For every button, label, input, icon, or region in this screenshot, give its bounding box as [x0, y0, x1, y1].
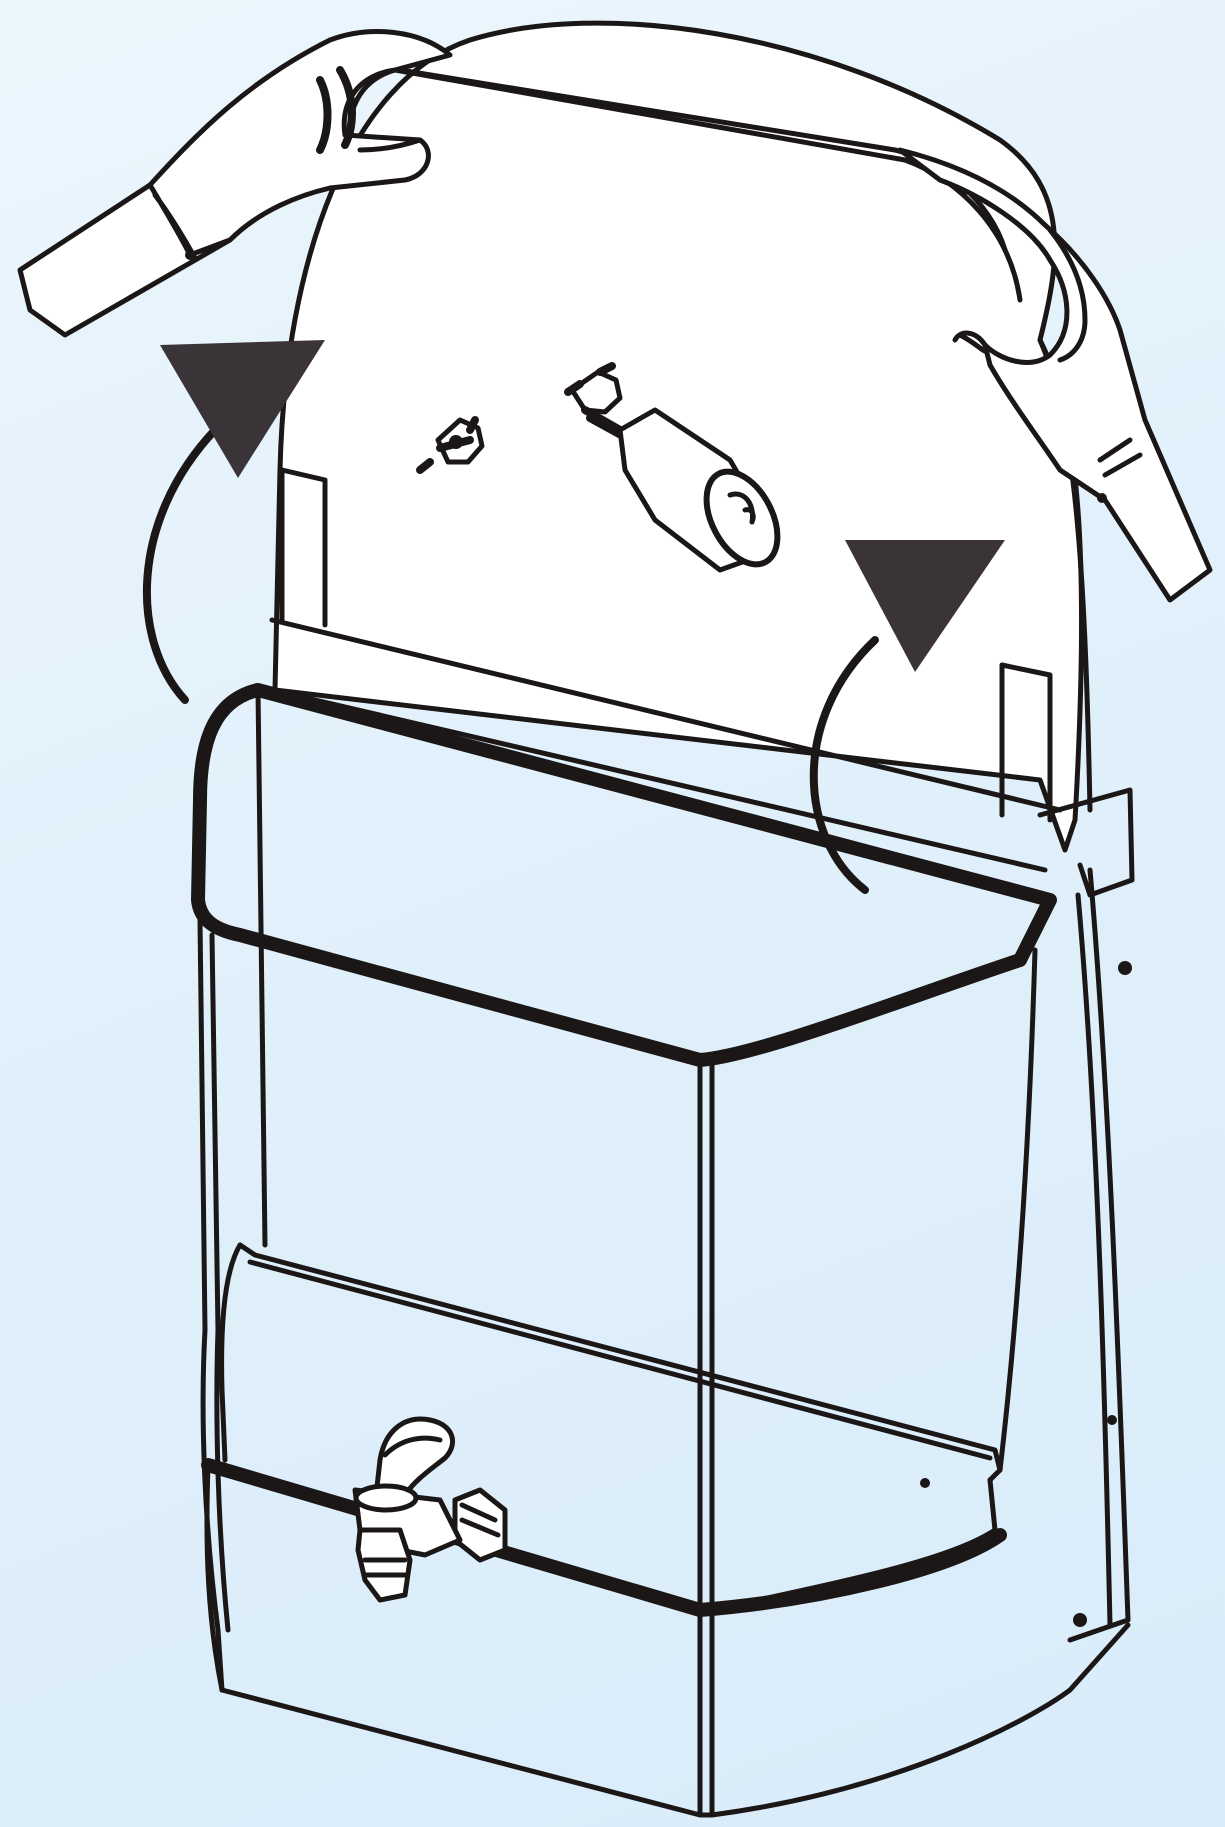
indicator-dot: [920, 1478, 930, 1488]
base-screw: [1073, 1613, 1087, 1627]
upper-tank-right-side: [1000, 950, 1035, 1470]
body-shell: [200, 870, 1132, 1690]
base-bottom: [222, 1610, 1128, 1815]
faucet-icon: [355, 1419, 505, 1600]
upper-tank-front-left: [258, 690, 265, 1245]
lower-tank-shelf: [240, 1245, 1000, 1480]
upper-tank: [198, 690, 1050, 1610]
right-screw: [1118, 961, 1132, 975]
lower-tank-shelf-left: [222, 1245, 240, 1460]
right-screw-lower: [1107, 1415, 1117, 1425]
lower-tank: [207, 1245, 1128, 1815]
lower-tank-band: [208, 1465, 1000, 1610]
body-right-edge-inner: [1078, 895, 1110, 1625]
upper-tank-front-center: [700, 1060, 712, 1610]
